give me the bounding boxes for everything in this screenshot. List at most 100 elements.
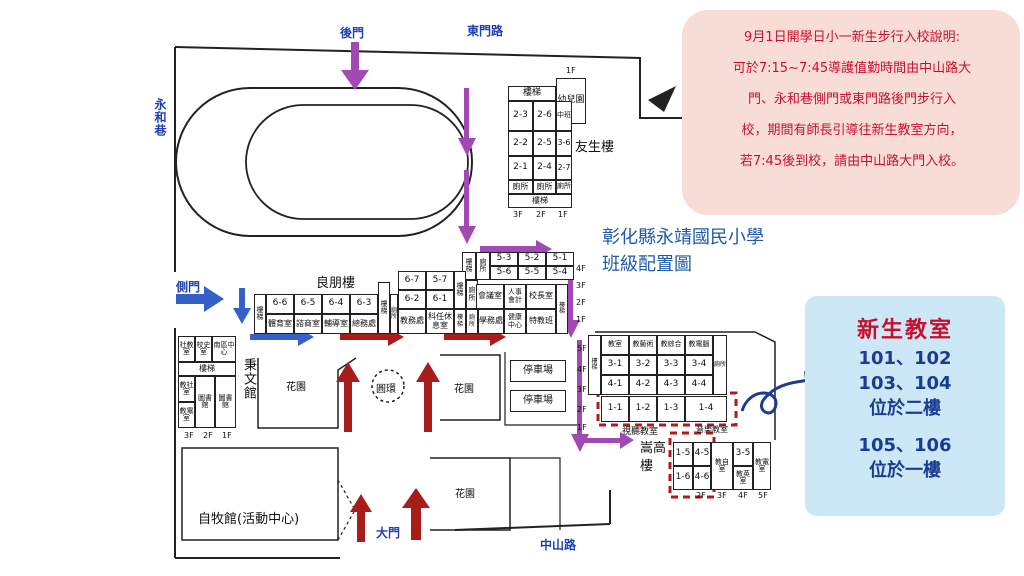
room-principal: 校長室 <box>526 284 556 309</box>
roundabout: 圓環 <box>376 384 396 395</box>
room-2-5: 2-5 <box>533 131 556 156</box>
lp-stairs-3: 樓梯 <box>454 309 466 334</box>
yousheng-wc-3: 廁所 <box>556 180 572 194</box>
notice-line-5: 若7:45後到校，請由中山路大門入校。 <box>739 154 965 169</box>
sg-floor-4f: 4F <box>577 365 587 374</box>
garden-3: 花園 <box>455 489 475 500</box>
sg-floor-1f: 1F <box>577 423 587 432</box>
new-student-spacer <box>805 421 1005 433</box>
annex-computer-room: 教電室 <box>753 442 771 490</box>
annex-floor-2f: 2F <box>696 491 706 500</box>
new-student-line-6: 位於一樓 <box>869 460 941 481</box>
lp-floor-1f: 1F <box>576 315 586 324</box>
room-5-1: 5-1 <box>546 252 574 266</box>
lp-floor-3f: 3F <box>576 281 586 290</box>
annex-floor-4f: 4F <box>738 491 748 500</box>
room-academic-affairs: 教務處 <box>398 309 426 334</box>
room-2-6: 2-6 <box>533 101 556 131</box>
school-title: 彰化縣永靖國民小學 班級配置圖 <box>602 224 764 278</box>
dongmen-road-label: 東門路 <box>467 24 504 38</box>
room-personnel: 人事會計 <box>504 284 526 309</box>
main-gate-label: 大門 <box>376 526 401 540</box>
annex-english-room: 教英室 <box>733 466 753 490</box>
sg-wc: 廁所 <box>713 335 727 395</box>
back-gate-label: 後門 <box>340 26 365 40</box>
room-zhongyi: 中班 <box>556 101 572 131</box>
bw-library-1: 圖書館 <box>195 376 215 428</box>
room-4-2: 4-2 <box>629 375 657 395</box>
school-name: 彰化縣永靖國民小學 <box>602 227 764 248</box>
yousheng-stairs-top: 樓梯 <box>508 86 556 101</box>
av-room-label: 視聽教室 <box>622 427 659 437</box>
room-1-5: 1-5 <box>673 442 693 466</box>
annex-floor-3f: 3F <box>717 491 727 500</box>
room-health-center: 健康中心 <box>504 309 526 334</box>
room-4-6: 4-6 <box>693 466 711 490</box>
bingwen-hall-name: 秉文館 <box>241 358 256 400</box>
room-2-4: 2-4 <box>533 156 556 180</box>
new-student-line-2: 103、104 <box>858 373 952 394</box>
school-map-subtitle: 班級配置圖 <box>602 254 692 275</box>
parking-lot-2: 停車場 <box>510 390 566 412</box>
room-5-3: 5-3 <box>490 252 518 266</box>
yousheng-building-name: 友生樓 <box>575 140 615 155</box>
room-6-5: 6-5 <box>294 294 322 314</box>
songgao-building-name: 嵩高樓 <box>640 441 667 474</box>
sg-room-integrated: 教綜合 <box>657 335 685 355</box>
yousheng-wc-1: 廁所 <box>508 180 533 194</box>
bw-history-room: 校史室 <box>195 336 212 362</box>
room-3-5: 3-5 <box>733 442 753 466</box>
new-student-line-3: 位於二樓 <box>869 398 941 419</box>
new-student-heading: 新生教室 <box>856 318 953 343</box>
room-1-2: 1-2 <box>629 396 657 422</box>
sg-room-computer: 教電腦 <box>685 335 713 355</box>
first-day-notice: 9月1日開學日小一新生步行入校說明: 可於7:15~7:45導護值勤時間由中山路… <box>682 10 1020 215</box>
red-route-arrows <box>336 328 506 542</box>
sg-floor-3f: 3F <box>577 385 587 394</box>
bw-south-center: 南區中心 <box>212 336 236 362</box>
zimu-hall-name: 自牧館(活動中心) <box>198 512 300 527</box>
sg-stairs-left: 樓梯 <box>588 335 601 395</box>
notice-line-3: 門、永和巷側門或東門路後門步行入 <box>747 92 956 107</box>
bw-floor-1f: 1F <box>222 431 232 440</box>
room-3-2: 3-2 <box>629 355 657 375</box>
lp-floor-2f: 2F <box>576 298 586 307</box>
new-student-line-1: 101、102 <box>858 348 952 369</box>
lp-wc-1: 廁所 <box>390 294 398 334</box>
room-meeting: 會議室 <box>476 284 504 309</box>
lp-upper-wc: 廁所 <box>476 252 490 280</box>
bw-library-2: 圖書館 <box>215 376 236 428</box>
room-special-ed: 特教班 <box>526 309 556 334</box>
room-3-6: 3-6 <box>556 131 572 156</box>
room-6-2: 6-2 <box>398 290 426 309</box>
room-3-3: 3-3 <box>657 355 685 375</box>
room-4-4: 4-4 <box>685 375 713 395</box>
yousheng-floor-label: 1F <box>566 66 576 75</box>
room-student-affairs: 學務處 <box>478 309 504 334</box>
room-3-1: 3-1 <box>601 355 629 375</box>
room-4-1: 4-1 <box>601 375 629 395</box>
side-gate-label: 側門 <box>176 280 201 294</box>
bw-computer-room: 教電室 <box>178 402 195 428</box>
sg-floor-2f: 2F <box>577 405 587 414</box>
room-5-6: 5-6 <box>490 266 518 280</box>
room-1-1: 1-1 <box>601 396 629 422</box>
bw-floor-2f: 2F <box>203 431 213 440</box>
notice-line-1: 9月1日開學日小一新生步行入校說明: <box>744 30 960 45</box>
purple-route-arrows <box>341 42 634 452</box>
lp-wc-2: 廁所 <box>466 309 478 334</box>
parking-lot-1: 停車場 <box>510 360 566 382</box>
sg-room-art: 教藝術 <box>629 335 657 355</box>
room-2-1: 2-1 <box>508 156 533 180</box>
room-2-7: 2-7 <box>556 156 572 180</box>
room-6-6: 6-6 <box>266 294 294 314</box>
room-4-3: 4-3 <box>657 375 685 395</box>
room-5-7: 5-7 <box>426 271 454 290</box>
yousheng-floor-3f: 3F <box>513 210 523 219</box>
notice-line-2: 可於7:15~7:45導護值勤時間由中山路大 <box>732 61 972 76</box>
room-6-4: 6-4 <box>322 294 350 314</box>
room-6-7: 6-7 <box>398 271 426 290</box>
room-1-3: 1-3 <box>657 396 685 422</box>
bw-floor-3f: 3F <box>184 431 194 440</box>
